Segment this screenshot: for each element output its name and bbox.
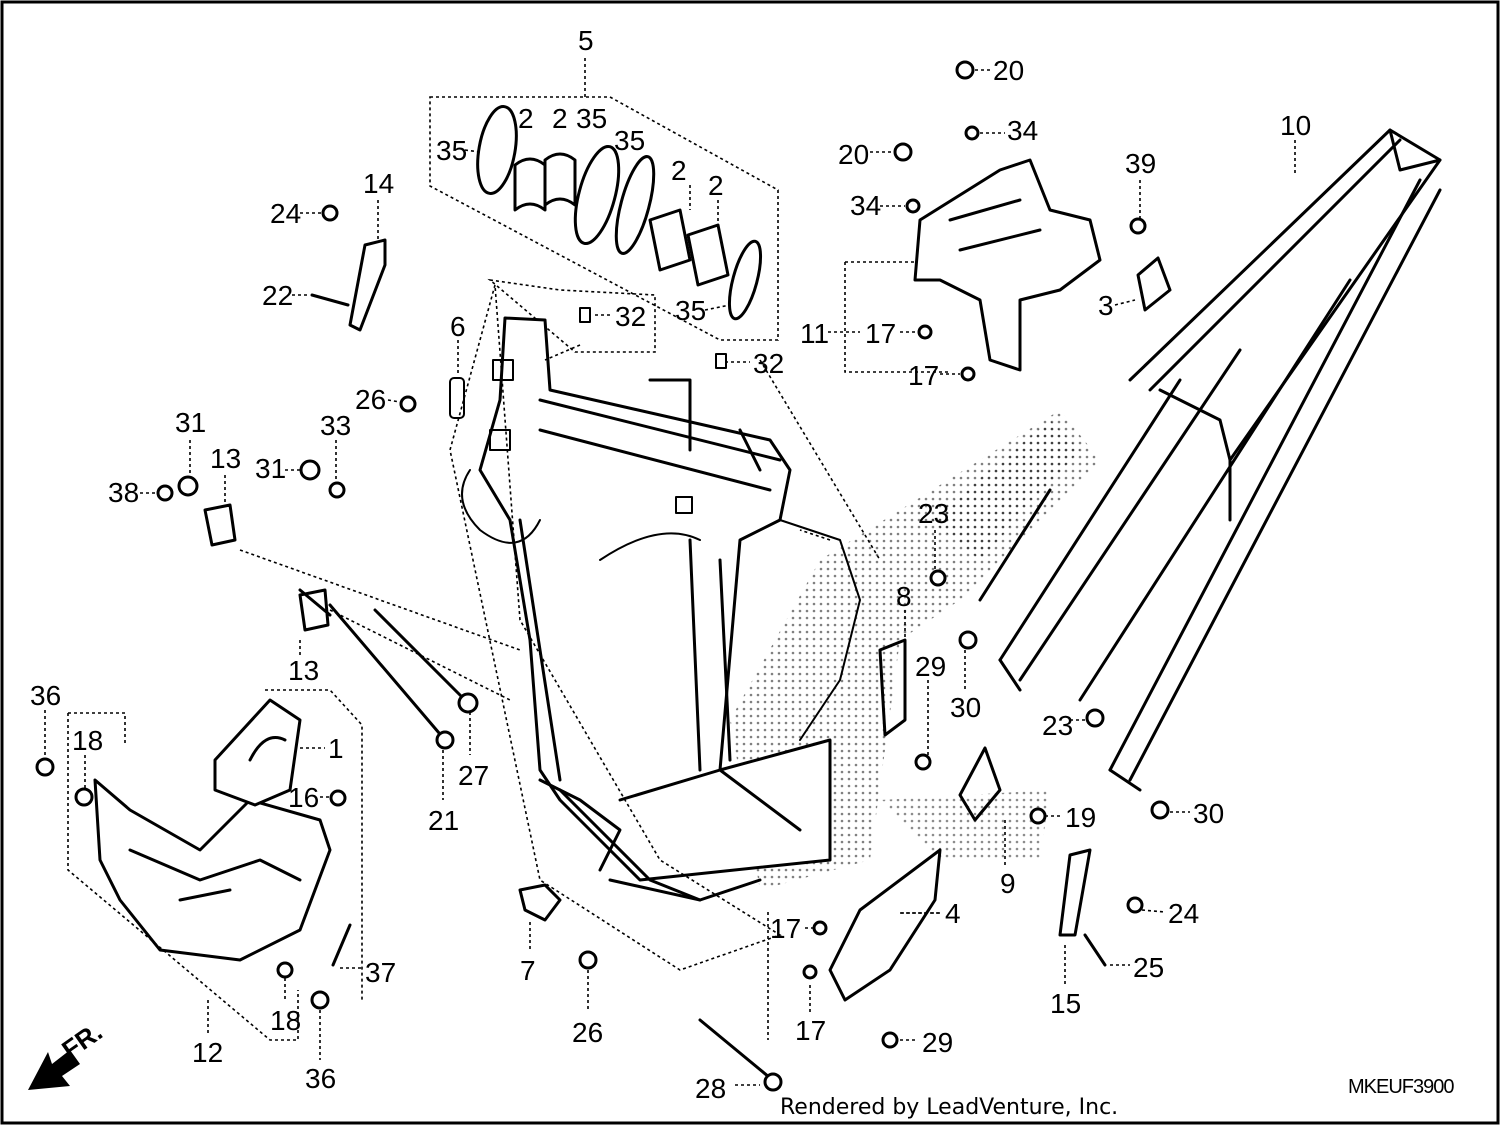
skid-plate-group [67, 689, 363, 1041]
callout-14: 14 [363, 168, 394, 199]
oil-seal-35-b [573, 144, 621, 246]
callout-34: 34 [1007, 115, 1038, 146]
callout-11: 11 [800, 318, 829, 349]
callout-13: 13 [288, 655, 319, 686]
callout-18: 18 [72, 725, 103, 756]
callout-12: 12 [192, 1037, 223, 1068]
callout-36: 36 [305, 1063, 336, 1094]
callout-31: 31 [255, 453, 286, 484]
callout-26: 26 [572, 1017, 603, 1048]
callout-23: 23 [918, 498, 949, 529]
callout-28: 28 [695, 1073, 726, 1104]
callout-35: 35 [436, 135, 467, 166]
callout-17: 17 [770, 913, 801, 944]
callout-27: 27 [458, 760, 489, 791]
callout-9: 9 [1000, 868, 1016, 899]
callout-5: 5 [578, 25, 594, 56]
subframe [978, 128, 1442, 792]
collar-32-a [579, 307, 591, 323]
callout-36: 36 [30, 680, 61, 711]
callout-35: 35 [614, 125, 645, 156]
callout-39: 39 [1125, 148, 1156, 179]
callout-8: 8 [896, 581, 912, 612]
callout-10: 10 [1280, 110, 1311, 141]
bracket-3 [1136, 256, 1172, 312]
callout-35: 35 [675, 295, 706, 326]
skid-plate-12 [93, 778, 332, 962]
bearing-2-d [686, 223, 730, 287]
callout-2: 2 [518, 103, 534, 134]
callout-13: 13 [210, 443, 241, 474]
callout-22: 22 [262, 280, 293, 311]
callout-30: 30 [950, 692, 981, 723]
callout-2: 2 [552, 103, 568, 134]
callout-6: 6 [450, 311, 466, 342]
callout-23: 23 [1042, 710, 1073, 741]
callout-17: 17 [795, 1015, 826, 1046]
callout-34: 34 [850, 190, 881, 221]
callout-2: 2 [671, 155, 687, 186]
diagram-code: MKEUF3900 [1348, 1076, 1454, 1098]
callout-32: 32 [615, 301, 646, 332]
callout-31: 31 [175, 407, 206, 438]
callout-25: 25 [1133, 952, 1164, 983]
callout-30: 30 [1193, 798, 1224, 829]
callout-29: 29 [922, 1027, 953, 1058]
bracket-8 [878, 638, 907, 737]
bracket-32-outline [487, 278, 656, 353]
callout-2: 2 [708, 170, 724, 201]
leader-lines [44, 58, 1296, 1086]
callout-19: 19 [1065, 802, 1096, 833]
callout-29: 29 [915, 651, 946, 682]
callout-16: 16 [288, 782, 319, 813]
oil-seal-35-a [476, 105, 518, 195]
bearing-2-c [648, 208, 692, 272]
oil-seal-35-d [727, 239, 763, 321]
callout-20: 20 [993, 55, 1024, 86]
callout-21: 21 [428, 805, 459, 836]
callout-24: 24 [270, 198, 301, 229]
bearing-kit-group [429, 96, 779, 369]
clip-7 [518, 883, 562, 922]
callout-20: 20 [838, 139, 869, 170]
callout-38: 38 [108, 477, 139, 508]
callout-32: 32 [753, 348, 784, 379]
bearing-2-a [513, 157, 547, 212]
callout-17: 17 [865, 318, 896, 349]
callout-4: 4 [945, 898, 961, 929]
guard-4 [828, 848, 942, 1002]
callout-1: 1 [328, 733, 344, 764]
callout-3: 3 [1098, 290, 1114, 321]
bracket-9 [958, 746, 1002, 822]
bearing-2-b [543, 152, 577, 207]
callout-33: 33 [320, 410, 351, 441]
arm-15 [1058, 848, 1092, 937]
front-direction-arrow: FR. [28, 1016, 108, 1090]
bolts [298, 588, 783, 1092]
callout-26: 26 [355, 384, 386, 415]
callout-15: 15 [1050, 988, 1081, 1019]
callout-18: 18 [270, 1005, 301, 1036]
bracket-14 [348, 238, 387, 332]
bracket-13-a [203, 503, 237, 547]
rendered-by-footer: Rendered by LeadVenture, Inc. [780, 1095, 1118, 1120]
main-frame [449, 284, 861, 971]
callout-7: 7 [520, 955, 536, 986]
callout-37: 37 [365, 957, 396, 988]
collar-32-b [715, 353, 727, 369]
callout-17: 17 [908, 360, 939, 391]
bracket-assembly-11 [844, 158, 1102, 373]
bracket-13-b [298, 588, 330, 632]
hardware [35, 60, 1172, 1049]
callout-labels: 5 2 2 35 35 35 2 2 35 32 32 14 24 22 6 2… [30, 25, 1311, 1104]
callout-24: 24 [1168, 898, 1199, 929]
callout-35: 35 [576, 103, 607, 134]
cover-1 [213, 698, 302, 807]
oil-seal-35-c [614, 155, 656, 255]
